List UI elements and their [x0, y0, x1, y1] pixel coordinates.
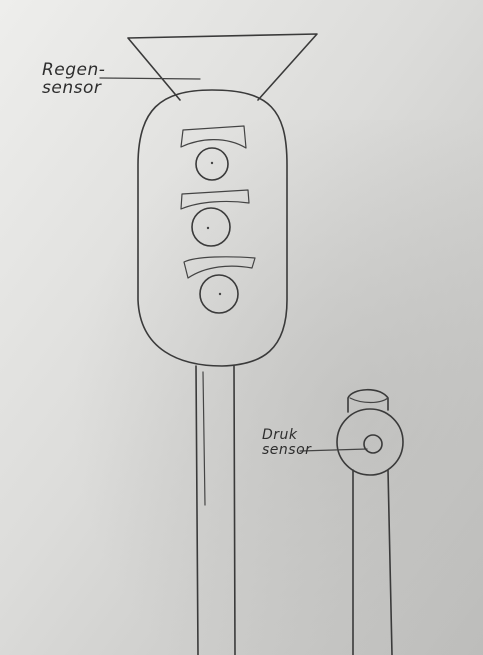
pressure-sensor-label-line2: sensor	[262, 443, 311, 458]
rain-sensor-label-line2: sensor	[42, 80, 105, 98]
pressure-sensor-label: Druk sensor	[262, 428, 311, 457]
pressure-sensor-label-line1: Druk	[262, 428, 311, 443]
lamp-middle-center	[207, 227, 209, 229]
paper-shadow	[0, 120, 483, 655]
lamp-top-center	[211, 162, 213, 164]
rain-sensor-label: Regen- sensor	[42, 62, 105, 98]
lamp-bottom-center	[219, 293, 221, 295]
